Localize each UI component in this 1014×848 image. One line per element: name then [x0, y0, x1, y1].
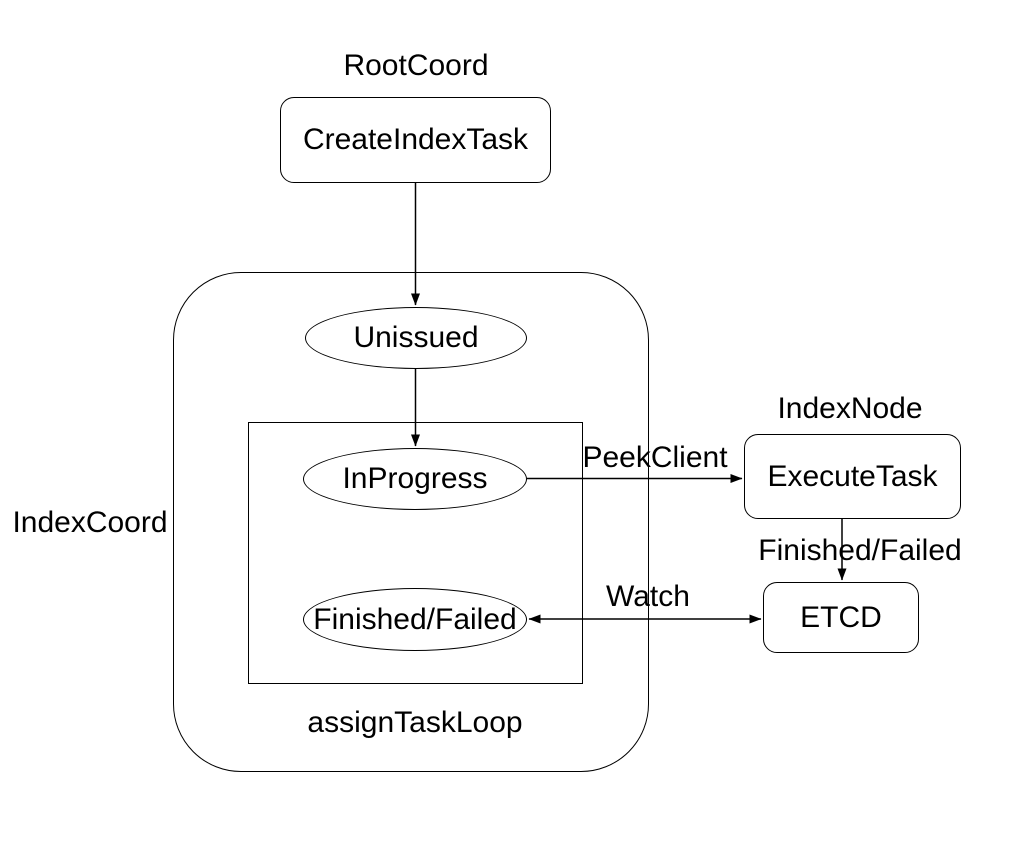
peekclient-edge-label: PeekClient: [582, 441, 728, 474]
node-in-progress: InProgress: [303, 448, 527, 510]
node-execute-task-label: ExecuteTask: [767, 459, 938, 493]
rootcoord-region-label: RootCoord: [343, 49, 489, 82]
assigntaskloop-region-label: assignTaskLoop: [307, 706, 523, 739]
node-unissued-label: Unissued: [353, 321, 479, 354]
finished-failed-edge-label: Finished/Failed: [758, 534, 962, 567]
assigntaskloop-group-container: [248, 422, 583, 684]
node-execute-task: ExecuteTask: [744, 434, 961, 519]
node-create-index-task-label: CreateIndexTask: [302, 123, 529, 156]
node-create-index-task: CreateIndexTask: [280, 97, 551, 183]
watch-edge-label: Watch: [606, 580, 690, 613]
node-etcd: ETCD: [763, 582, 919, 653]
node-etcd-label: ETCD: [800, 600, 882, 634]
indexcoord-group-container: [173, 272, 649, 772]
node-finished-failed-label: Finished/Failed: [313, 602, 517, 636]
indexcoord-region-label: IndexCoord: [12, 506, 168, 539]
node-finished-failed: Finished/Failed: [303, 588, 527, 651]
node-in-progress-label: InProgress: [342, 462, 488, 495]
node-unissued: Unissued: [305, 307, 527, 369]
indexnode-region-label: IndexNode: [777, 392, 923, 425]
